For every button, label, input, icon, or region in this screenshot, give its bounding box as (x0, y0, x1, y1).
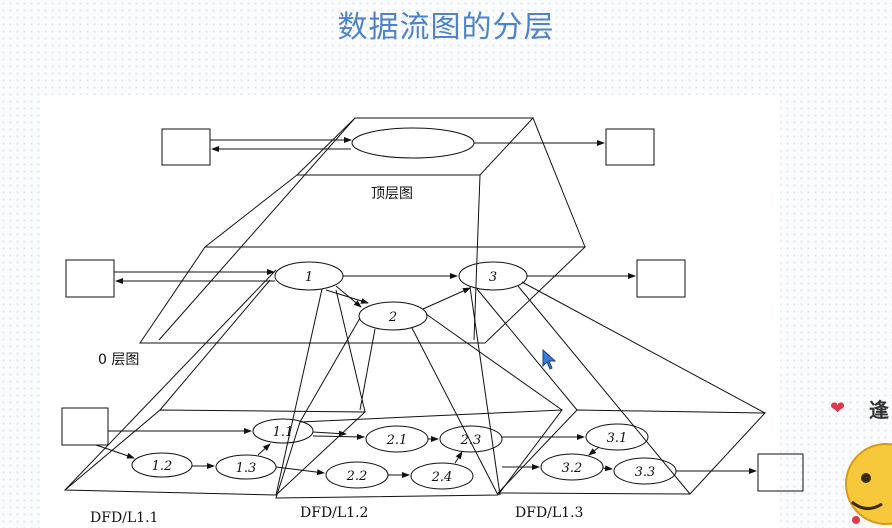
plane-level-0 (139, 246, 587, 344)
plane-l1-3 (496, 409, 767, 495)
label-l1-3: DFD/L1.3 (515, 505, 583, 521)
process-2 (358, 301, 428, 331)
process-1-2-label: 1.2 (152, 459, 173, 474)
l0-source-box (65, 259, 115, 298)
process-2-1-label: 2.1 (386, 433, 408, 448)
process-3-2-label: 3.2 (562, 461, 583, 476)
process-3-1-label: 3.1 (607, 431, 628, 446)
slide-title: 数据流图的分层 (337, 10, 555, 45)
process-3-2 (540, 453, 604, 481)
diagram-background (40, 95, 780, 528)
label-top-level: 顶层图 (371, 186, 413, 202)
mouse-pointer-icon (542, 349, 557, 370)
process-2-2-label: 2.2 (346, 469, 368, 484)
process-3-3-label: 3.3 (635, 465, 656, 480)
process-2-4-label: 2.4 (431, 470, 453, 485)
process-1-2 (131, 452, 193, 478)
process-1-label: 1 (305, 270, 313, 285)
process-2-4 (410, 462, 474, 490)
plane-l1-2 (275, 409, 564, 499)
process-3-1 (585, 423, 649, 451)
process-2-3-label: 2.3 (460, 433, 482, 448)
label-l1-2: DFD/L1.2 (300, 505, 368, 521)
l11-source-box (61, 407, 109, 446)
process-1-3-label: 1.3 (236, 461, 257, 476)
heart-icon: ❤ (830, 398, 846, 419)
top-source-box (161, 128, 211, 166)
plane-top (295, 117, 535, 176)
label-level-0: 0 层图 (98, 352, 139, 368)
process-1-1 (252, 418, 314, 444)
l0-sink-box (636, 259, 686, 298)
label-l1-1: DFD/L1.1 (90, 510, 158, 526)
process-2-label: 2 (388, 310, 397, 325)
mascot-emoji-icon (845, 443, 892, 525)
process-2-3 (439, 425, 503, 453)
process-1-1-label: 1.1 (273, 425, 294, 440)
process-3-label: 3 (489, 270, 497, 285)
side-overlay-text: 逢 (869, 398, 889, 422)
top-sink-box (605, 128, 655, 166)
top-system-process (351, 127, 475, 159)
l13-sink-box (757, 453, 804, 492)
plane-l1-1 (63, 409, 367, 496)
